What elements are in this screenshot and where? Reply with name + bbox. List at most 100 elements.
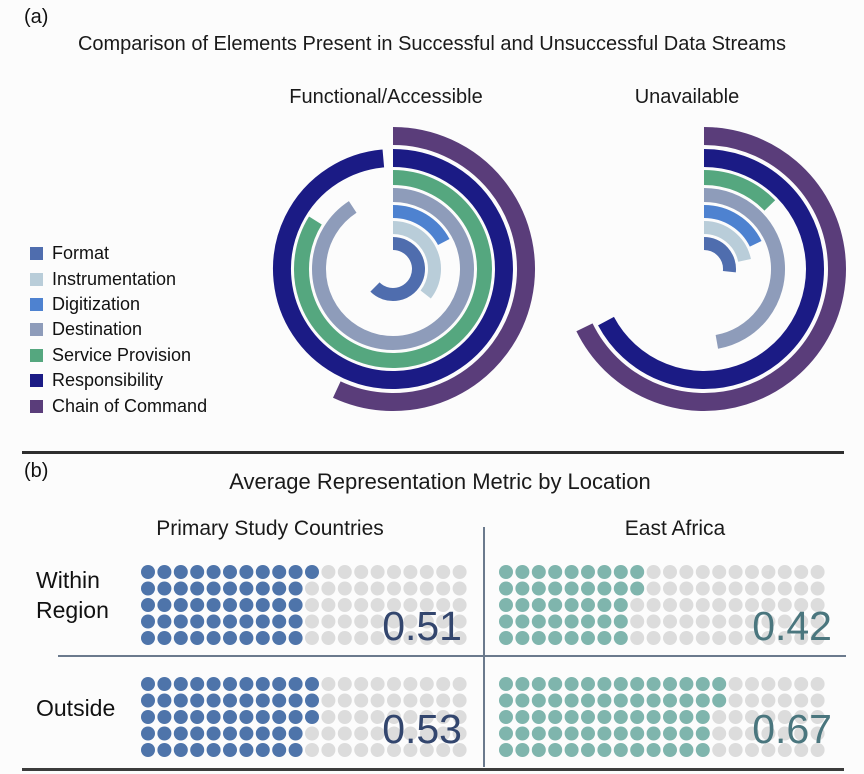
waffle-dot-filled: [597, 565, 612, 579]
waffle-within-region-primary: [141, 565, 467, 645]
waffle-dot-filled: [239, 598, 254, 612]
waffle-dot-empty: [695, 631, 710, 645]
waffle-dot-empty: [419, 581, 434, 596]
radial-arc-instrumentation: [703, 221, 751, 263]
waffle-dot-empty: [745, 743, 759, 757]
waffle-dot-filled: [597, 614, 612, 629]
waffle-dot-filled: [499, 614, 513, 629]
waffle-dot-empty: [387, 677, 401, 691]
value-within-region-east-africa: 0.42: [752, 603, 832, 649]
waffle-dot-empty: [403, 677, 418, 691]
waffle-dot-empty: [646, 598, 661, 612]
waffle-dot-filled: [646, 743, 661, 757]
waffle-dot-empty: [712, 631, 727, 645]
figure-bottom-line: [22, 768, 844, 771]
waffle-dot-empty: [452, 743, 467, 757]
waffle-dot-filled: [141, 726, 155, 741]
legend-swatch-icon: [30, 272, 43, 286]
waffle-dot-filled: [531, 598, 546, 612]
waffle-dot-empty: [305, 614, 319, 629]
waffle-dot-filled: [564, 598, 579, 612]
waffle-dot-empty: [354, 614, 369, 629]
waffle-dot-filled: [239, 743, 254, 757]
waffle-dot-empty: [452, 598, 467, 612]
waffle-dot-empty: [436, 581, 451, 596]
waffle-dot-empty: [403, 614, 418, 629]
waffle-dot-empty: [777, 581, 792, 596]
waffle-dot-empty: [810, 726, 825, 741]
waffle-dot-filled: [255, 693, 270, 708]
waffle-dot-empty: [419, 693, 434, 708]
waffle-dot-filled: [515, 726, 530, 741]
waffle-dot-filled: [548, 631, 563, 645]
waffle-dot-filled: [499, 565, 513, 579]
waffle-dot-filled: [239, 726, 254, 741]
waffle-dot-filled: [239, 693, 254, 708]
waffle-dot-empty: [712, 581, 727, 596]
waffle-dot-filled: [173, 743, 188, 757]
waffle-dot-filled: [288, 614, 303, 629]
waffle-dot-filled: [613, 743, 628, 757]
waffle-dot-filled: [564, 614, 579, 629]
waffle-dot-empty: [777, 677, 792, 691]
waffle-dot-filled: [223, 631, 237, 645]
waffle-dot-filled: [190, 710, 205, 724]
waffle-dot-filled: [288, 710, 303, 724]
panel-b-title: Average Representation Metric by Locatio…: [229, 469, 651, 494]
row-label-outside: Outside: [36, 695, 116, 721]
waffle-dot-empty: [794, 631, 809, 645]
waffle-dot-empty: [370, 565, 385, 579]
waffle-dot-filled: [305, 710, 319, 724]
waffle-dot-filled: [499, 693, 513, 708]
waffle-dot-filled: [679, 726, 694, 741]
waffle-dot-empty: [712, 726, 727, 741]
waffle-dot-empty: [436, 743, 451, 757]
waffle-dot-filled: [255, 677, 270, 691]
waffle-dot-filled: [679, 743, 694, 757]
waffle-dot-empty: [761, 743, 776, 757]
waffle-dot-empty: [305, 631, 319, 645]
waffle-dot-filled: [630, 726, 645, 741]
waffle-dot-filled: [305, 677, 319, 691]
waffle-dot-empty: [810, 743, 825, 757]
waffle-dot-filled: [173, 726, 188, 741]
legend-swatch-icon: [30, 297, 43, 311]
waffle-dot-filled: [173, 631, 188, 645]
waffle-dot-empty: [337, 565, 352, 579]
waffle-dot-filled: [141, 614, 155, 629]
radial-arc-responsibility: [272, 149, 513, 389]
legend-label: Destination: [52, 319, 143, 340]
waffle-dot-empty: [337, 710, 352, 724]
waffle-dot-filled: [223, 565, 237, 579]
waffle-dot-filled: [679, 677, 694, 691]
waffle-dot-empty: [370, 598, 385, 612]
waffle-dot-filled: [190, 743, 205, 757]
waffle-dot-empty: [728, 743, 743, 757]
waffle-dot-empty: [419, 710, 434, 724]
waffle-dot-filled: [663, 710, 677, 724]
waffle-dot-empty: [646, 565, 661, 579]
waffle-dot-filled: [288, 677, 303, 691]
waffle-dot-filled: [646, 677, 661, 691]
waffle-dot-empty: [370, 581, 385, 596]
waffle-dot-filled: [157, 743, 172, 757]
waffle-dot-empty: [630, 614, 645, 629]
waffle-dot-filled: [597, 631, 612, 645]
waffle-dot-filled: [581, 598, 595, 612]
waffle-dot-empty: [452, 631, 467, 645]
legend-label: Digitization: [52, 293, 141, 314]
legend-item: Digitization: [30, 292, 207, 317]
waffle-dot-filled: [190, 631, 205, 645]
waffle-dot-empty: [452, 581, 467, 596]
waffle-dot-empty: [761, 598, 776, 612]
waffle-dot-empty: [370, 614, 385, 629]
waffle-dot-filled: [646, 710, 661, 724]
waffle-dot-filled: [630, 565, 645, 579]
waffle-dot-filled: [141, 581, 155, 596]
waffle-dot-empty: [370, 631, 385, 645]
waffle-dot-empty: [630, 631, 645, 645]
waffle-dot-filled: [288, 726, 303, 741]
waffle-dot-filled: [206, 743, 221, 757]
waffle-dot-filled: [548, 743, 563, 757]
panel-a-label: (a): [24, 6, 49, 28]
